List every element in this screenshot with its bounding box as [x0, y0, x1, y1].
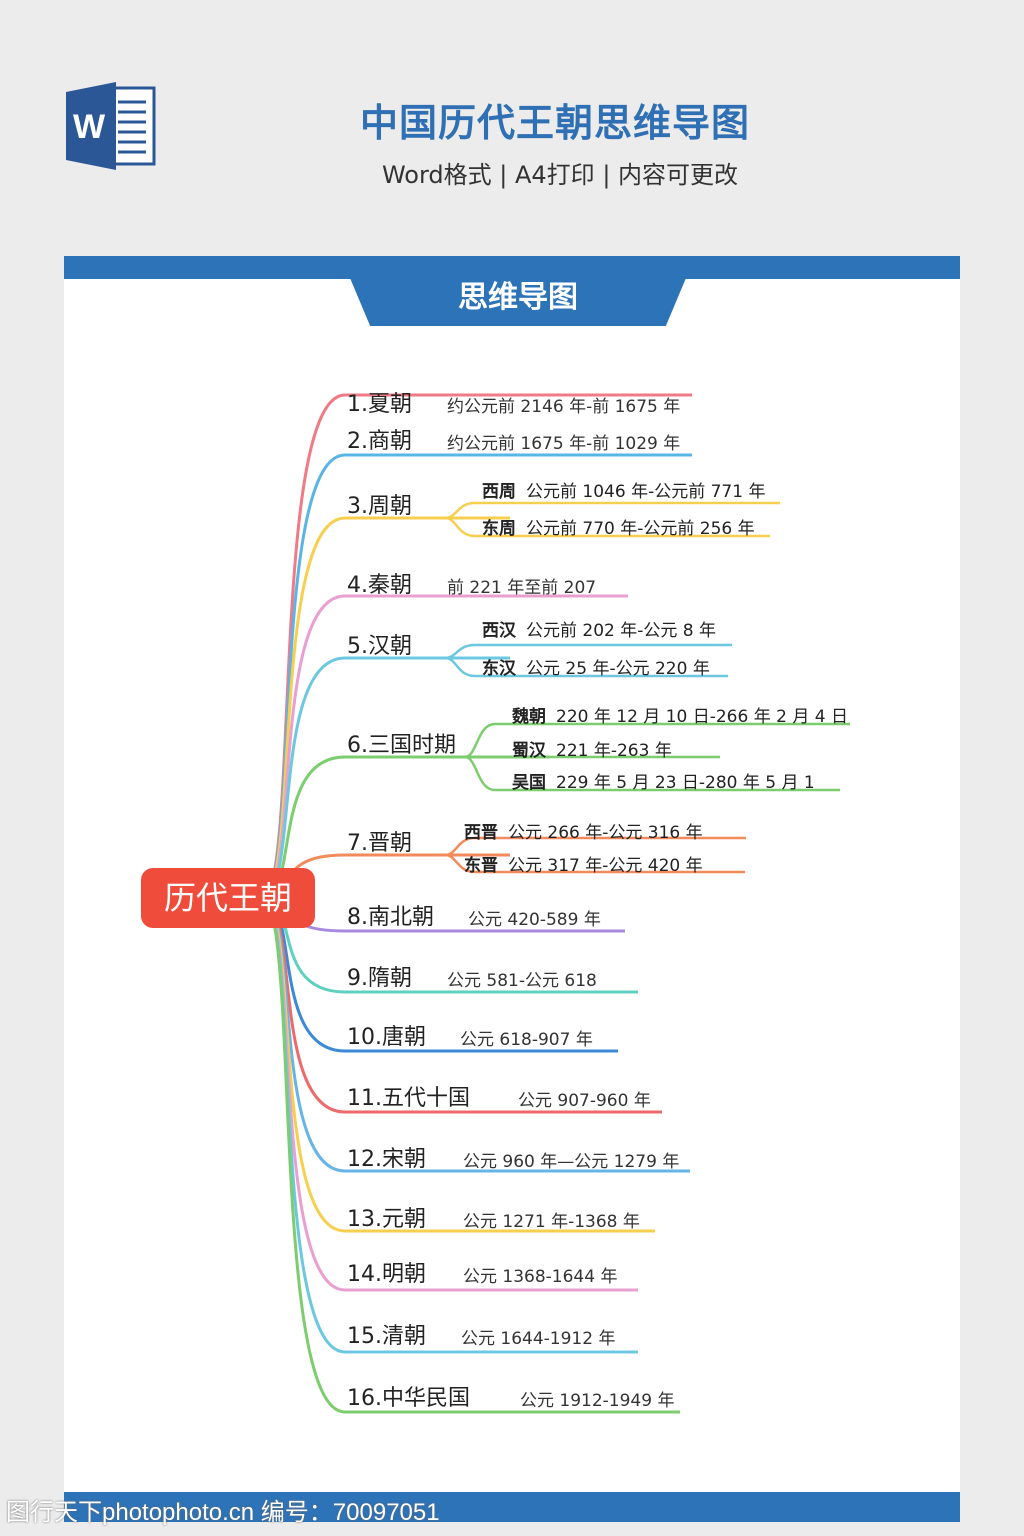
dynasty-period: 公元 581-公元 618 [447, 971, 597, 991]
sub-dynasty-period: 229 年 5 月 23 日-280 年 5 月 1 [556, 773, 815, 793]
sub-dynasty-name: 西周 [482, 482, 516, 502]
dynasty-label: 11.五代十国 [347, 1086, 470, 1111]
sub-dynasty-period: 221 年-263 年 [556, 741, 672, 761]
dynasty-period: 前 221 年至前 207 [447, 578, 597, 598]
sub-dynasty-name: 蜀汉 [512, 741, 546, 761]
sub-branch-line [464, 755, 840, 792]
bottom-bar [64, 1492, 960, 1522]
sub-period: 西周公元前 1046 年-公元前 771 年 [482, 477, 765, 502]
dynasty-period: 公元 960 年—公元 1279 年 [463, 1152, 680, 1172]
dynasty-label: 15.清朝 [347, 1324, 426, 1349]
sub-dynasty-period: 公元 317 年-公元 420 年 [508, 856, 703, 876]
dynasty-period: 公元 1912-1949 年 [520, 1391, 675, 1411]
sub-branch-line [444, 656, 728, 678]
sub-dynasty-name: 吴国 [512, 773, 546, 793]
branch-line [261, 896, 655, 1233]
sub-dynasty-name: 东汉 [482, 659, 516, 679]
sub-dynasty-name: 魏朝 [512, 707, 546, 727]
sub-period: 东汉公元 25 年-公元 220 年 [482, 654, 710, 679]
sub-dynasty-period: 220 年 12 月 10 日-266 年 2 月 4 日 [556, 707, 848, 727]
dynasty-label: 8.南北朝 [347, 905, 434, 930]
dynasty-label: 14.明朝 [347, 1262, 426, 1287]
dynasty-period: 约公元前 1675 年-前 1029 年 [447, 434, 681, 454]
sub-dynasty-name: 东周 [482, 519, 516, 539]
sub-dynasty-period: 公元 266 年-公元 316 年 [508, 823, 703, 843]
dynasty-label: 3.周朝 [347, 494, 412, 519]
section-tab: 思维导图 [350, 278, 686, 326]
sub-period: 东周公元前 770 年-公元前 256 年 [482, 514, 755, 539]
svg-text:W: W [73, 108, 106, 146]
sub-period: 东晋公元 317 年-公元 420 年 [464, 851, 703, 876]
dynasty-label: 12.宋朝 [347, 1147, 426, 1172]
dynasty-label: 7.晋朝 [347, 831, 412, 856]
dynasty-label: 2.商朝 [347, 429, 412, 454]
dynasty-label: 1.夏朝 [347, 392, 412, 417]
dynasty-label: 10.唐朝 [347, 1025, 426, 1050]
sub-period: 吴国 229 年 5 月 23 日-280 年 5 月 1 [512, 768, 815, 793]
page-subtitle: Word格式 | A4打印 | 内容可更改 [381, 161, 739, 189]
sub-dynasty-period: 公元前 770 年-公元前 256 年 [526, 519, 755, 539]
dynasty-period: 公元 907-960 年 [518, 1091, 651, 1111]
dynasty-period: 公元 618-907 年 [460, 1030, 593, 1050]
watermark: 图行天下photophoto.cn 编号：70097051 [6, 1499, 440, 1526]
word-logo-icon: W [66, 82, 156, 170]
sub-branch-line [444, 516, 770, 538]
dynasty-label: 9.隋朝 [347, 966, 412, 991]
dynasty-period: 公元 1644-1912 年 [461, 1329, 616, 1349]
sub-dynasty-name: 东晋 [464, 856, 498, 876]
dynasty-label: 6.三国时期 [347, 733, 456, 758]
sub-period: 魏朝 220 年 12 月 10 日-266 年 2 月 4 日 [512, 702, 848, 727]
sub-period: 西汉公元前 202 年-公元 8 年 [482, 616, 716, 641]
dynasty-label: 4.秦朝 [347, 573, 412, 598]
dynasty-period: 约公元前 2146 年-前 1675 年 [447, 397, 681, 417]
sub-period: 西晋公元 266 年-公元 316 年 [464, 818, 703, 843]
branch-line [261, 896, 680, 1414]
sub-period: 蜀汉 221 年-263 年 [512, 736, 672, 761]
page-title: 中国历代王朝思维导图 [359, 101, 750, 145]
dynasty-period: 公元 420-589 年 [468, 910, 601, 930]
sub-dynasty-period: 公元前 1046 年-公元前 771 年 [526, 482, 766, 502]
sub-dynasty-period: 公元 25 年-公元 220 年 [526, 659, 710, 679]
sub-branch-line [444, 853, 745, 874]
dynasty-period: 公元 1271 年-1368 年 [463, 1212, 640, 1232]
dynasty-label: 16.中华民国 [347, 1386, 470, 1411]
sub-dynasty-name: 西晋 [464, 823, 498, 843]
sub-dynasty-period: 公元前 202 年-公元 8 年 [526, 621, 717, 641]
dynasty-label: 5.汉朝 [347, 634, 412, 659]
dynasty-label: 13.元朝 [347, 1207, 426, 1232]
sub-dynasty-name: 西汉 [482, 621, 516, 641]
dynasty-period: 公元 1368-1644 年 [463, 1267, 618, 1287]
top-bar [64, 256, 960, 279]
root-node: 历代王朝 [141, 868, 315, 928]
